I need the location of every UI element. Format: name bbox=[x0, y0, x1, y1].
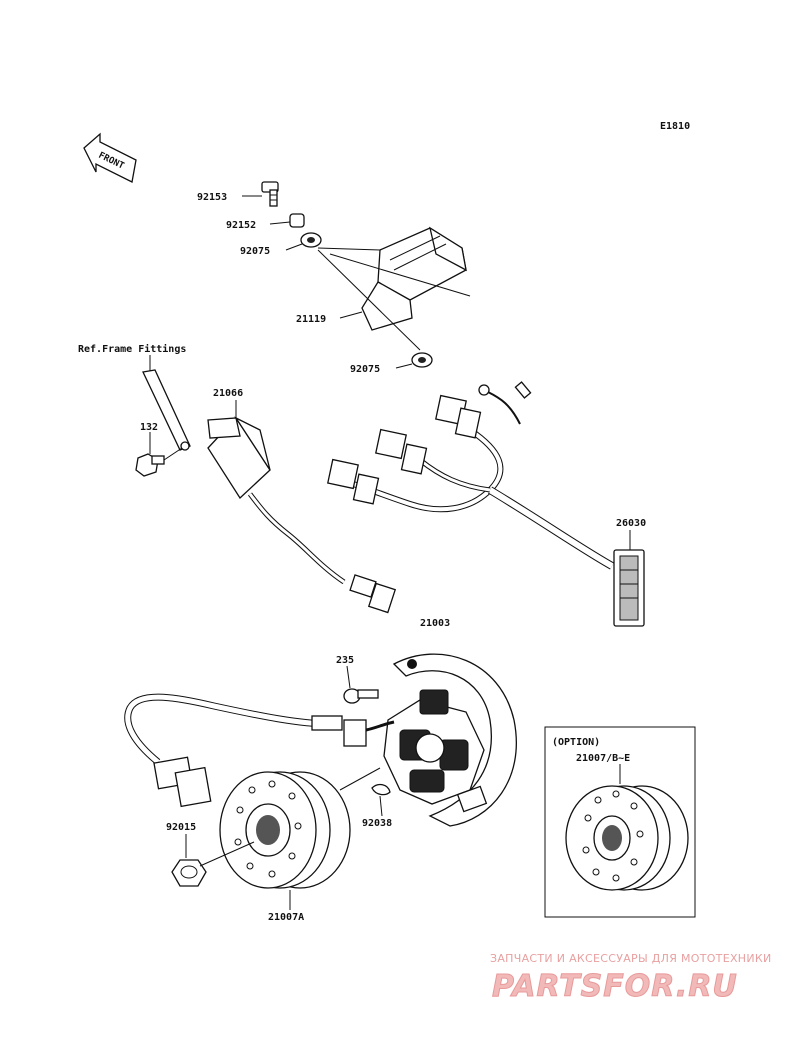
option-title: (OPTION) bbox=[552, 737, 600, 748]
option-part-label: 21007/B~E bbox=[576, 753, 630, 764]
label-21066: 21066 bbox=[213, 388, 243, 399]
key-92038-icon bbox=[371, 783, 391, 796]
label-92152: 92152 bbox=[226, 220, 256, 231]
bolt-92153-icon bbox=[261, 181, 279, 207]
label-21003: 21003 bbox=[420, 618, 450, 629]
cdi-unit-21066-icon bbox=[207, 416, 397, 614]
label-92015: 92015 bbox=[166, 822, 196, 833]
watermark-tagline: ЗАПЧАСТИ И АКСЕССУАРЫ ДЛЯ МОТОТЕХНИКИ bbox=[490, 952, 772, 965]
label-26030: 26030 bbox=[616, 518, 646, 529]
label-92038: 92038 bbox=[362, 818, 392, 829]
option-box: (OPTION) 21007/B~E bbox=[544, 726, 696, 918]
collar-92152-icon bbox=[289, 213, 305, 228]
wiring-harness-26030-icon bbox=[327, 381, 645, 627]
diagram-code: E1810 bbox=[660, 121, 690, 132]
stator-assembly-icon bbox=[124, 653, 517, 827]
frame-bracket-icon bbox=[142, 369, 191, 451]
label-132: 132 bbox=[140, 422, 158, 433]
label-21007a: 21007A bbox=[268, 912, 304, 923]
ref-frame-fittings-note: Ref.Frame Fittings bbox=[78, 343, 186, 355]
front-arrow-icon: FRONT bbox=[83, 132, 137, 183]
screw-235-icon bbox=[343, 688, 379, 704]
nut-92015-icon bbox=[171, 859, 207, 887]
grommet-92075-top-icon bbox=[300, 232, 322, 248]
bolt-132-icon bbox=[135, 453, 165, 477]
regulator-21119-icon bbox=[317, 226, 471, 351]
label-92075-bottom: 92075 bbox=[350, 364, 380, 375]
label-92153: 92153 bbox=[197, 192, 227, 203]
label-21119: 21119 bbox=[296, 314, 326, 325]
flywheel-21007a-icon bbox=[219, 771, 351, 889]
grommet-92075-bottom-icon bbox=[411, 352, 433, 368]
flywheel-option-icon bbox=[565, 785, 689, 891]
watermark-brand: PARTSFOR.RU bbox=[492, 969, 738, 1004]
label-235: 235 bbox=[336, 655, 354, 666]
label-92075-top: 92075 bbox=[240, 246, 270, 257]
